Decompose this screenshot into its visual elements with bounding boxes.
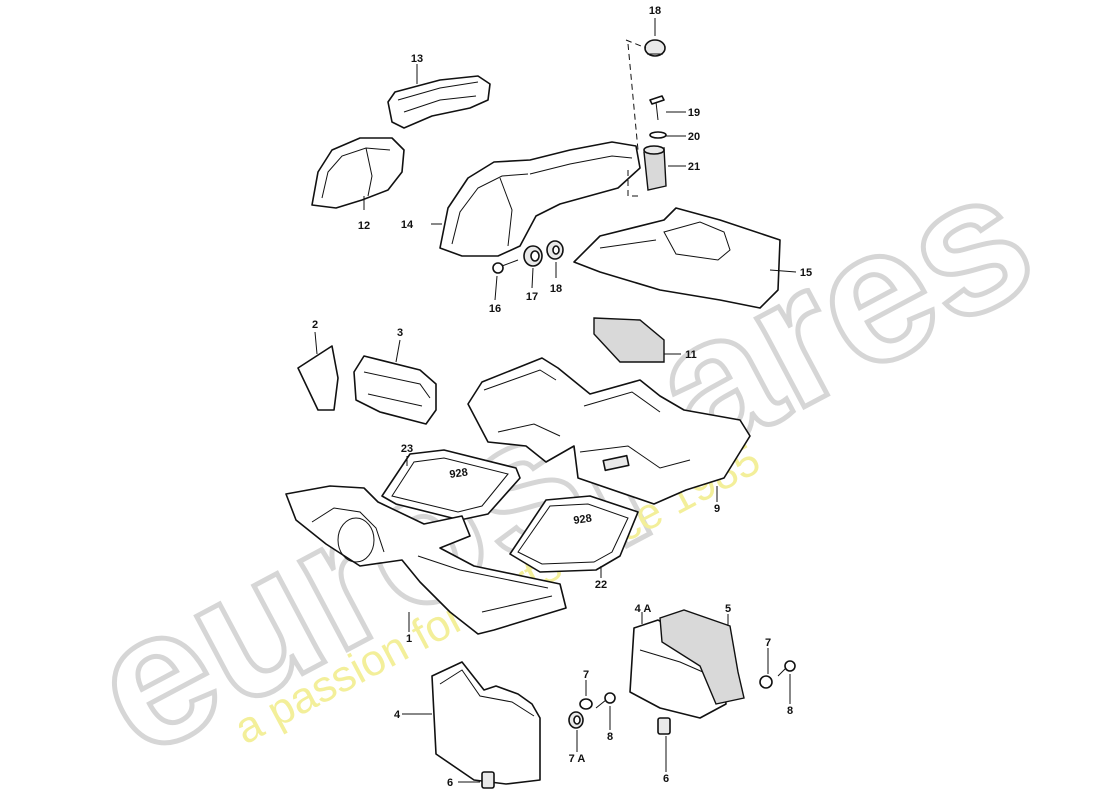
callout-20: 20 (688, 131, 700, 143)
part-7-nut-center (579, 698, 593, 710)
part-8-screw-right (777, 660, 796, 677)
watermark-brand: eurospares (60, 128, 1064, 796)
callout-2: 2 (312, 319, 318, 331)
part-13-wheel-arch-trim (439, 141, 641, 257)
part-23-floor-mat: 928 (381, 449, 521, 521)
callout-16: 17 (526, 291, 538, 303)
part-14-luggage-carpet (573, 207, 781, 309)
callout-labels: 13 12 14 18 19 20 21 15 16 17 18 11 2 3 … (312, 5, 812, 789)
part-17-grommet (546, 240, 564, 260)
part-18-cap (644, 39, 666, 57)
callout-7-right: 7 (765, 637, 771, 649)
part-5-felt-insulation (659, 609, 745, 705)
part-6-clip-right (657, 717, 671, 735)
callout-8-right: 8 (787, 705, 793, 717)
part-15-screw (492, 259, 519, 274)
part-9-floor-carpet (467, 357, 751, 505)
callout-6-left: 6 (447, 777, 453, 789)
mat-22-emblem: 928 (573, 513, 593, 527)
callout-14: 15 (800, 267, 812, 279)
part-3-console-tray (353, 355, 437, 425)
callout-11: 12 (358, 220, 370, 232)
callout-7-center: 7 (583, 669, 589, 681)
callout-12: 13 (411, 53, 423, 65)
part-22-floor-mat: 928 (509, 495, 639, 573)
callout-18: 18 (649, 5, 661, 17)
part-6-clip-left (481, 771, 495, 789)
part-2-panel (297, 345, 339, 411)
callout-10: 11 (685, 349, 697, 361)
watermark: eurospares a passion for parts since 198… (57, 126, 1066, 799)
callout-15: 16 (489, 303, 501, 315)
part-19-screw (649, 95, 665, 121)
mat-23-emblem: 928 (449, 467, 469, 481)
part-7a-nut (568, 711, 584, 729)
part-8-screw-center (595, 692, 616, 709)
part-12-trim-panel (387, 75, 491, 129)
callout-8-center: 8 (607, 731, 613, 743)
callout-1: 1 (406, 633, 412, 645)
callout-23: 23 (401, 443, 413, 455)
part-21-foam-insert (643, 145, 667, 191)
leader-lines (314, 18, 797, 783)
callout-22: 22 (595, 579, 607, 591)
part-20-washer (649, 131, 667, 139)
dash-line-18-21 (625, 39, 647, 151)
callout-19: 19 (688, 107, 700, 119)
callout-4a: 4 A (635, 603, 652, 615)
part-4-side-panel (431, 661, 541, 785)
part-1-main-carpet (285, 485, 567, 635)
part-10-felt-pad (593, 317, 665, 363)
callout-7a: 7 A (569, 753, 586, 765)
callout-4: 4 (394, 709, 401, 721)
callout-9: 9 (714, 503, 720, 515)
callout-17: 18 (550, 283, 562, 295)
callout-3: 3 (397, 327, 403, 339)
part-16-grommet (523, 245, 543, 267)
part-11-wheel-arch-liner (311, 137, 405, 209)
dash-bracket-21 (627, 170, 640, 197)
callout-6-right: 6 (663, 773, 669, 785)
callout-13: 14 (401, 219, 414, 231)
part-7-washer-right (759, 675, 773, 689)
callout-5: 5 (725, 603, 731, 615)
callout-21: 21 (688, 161, 700, 173)
